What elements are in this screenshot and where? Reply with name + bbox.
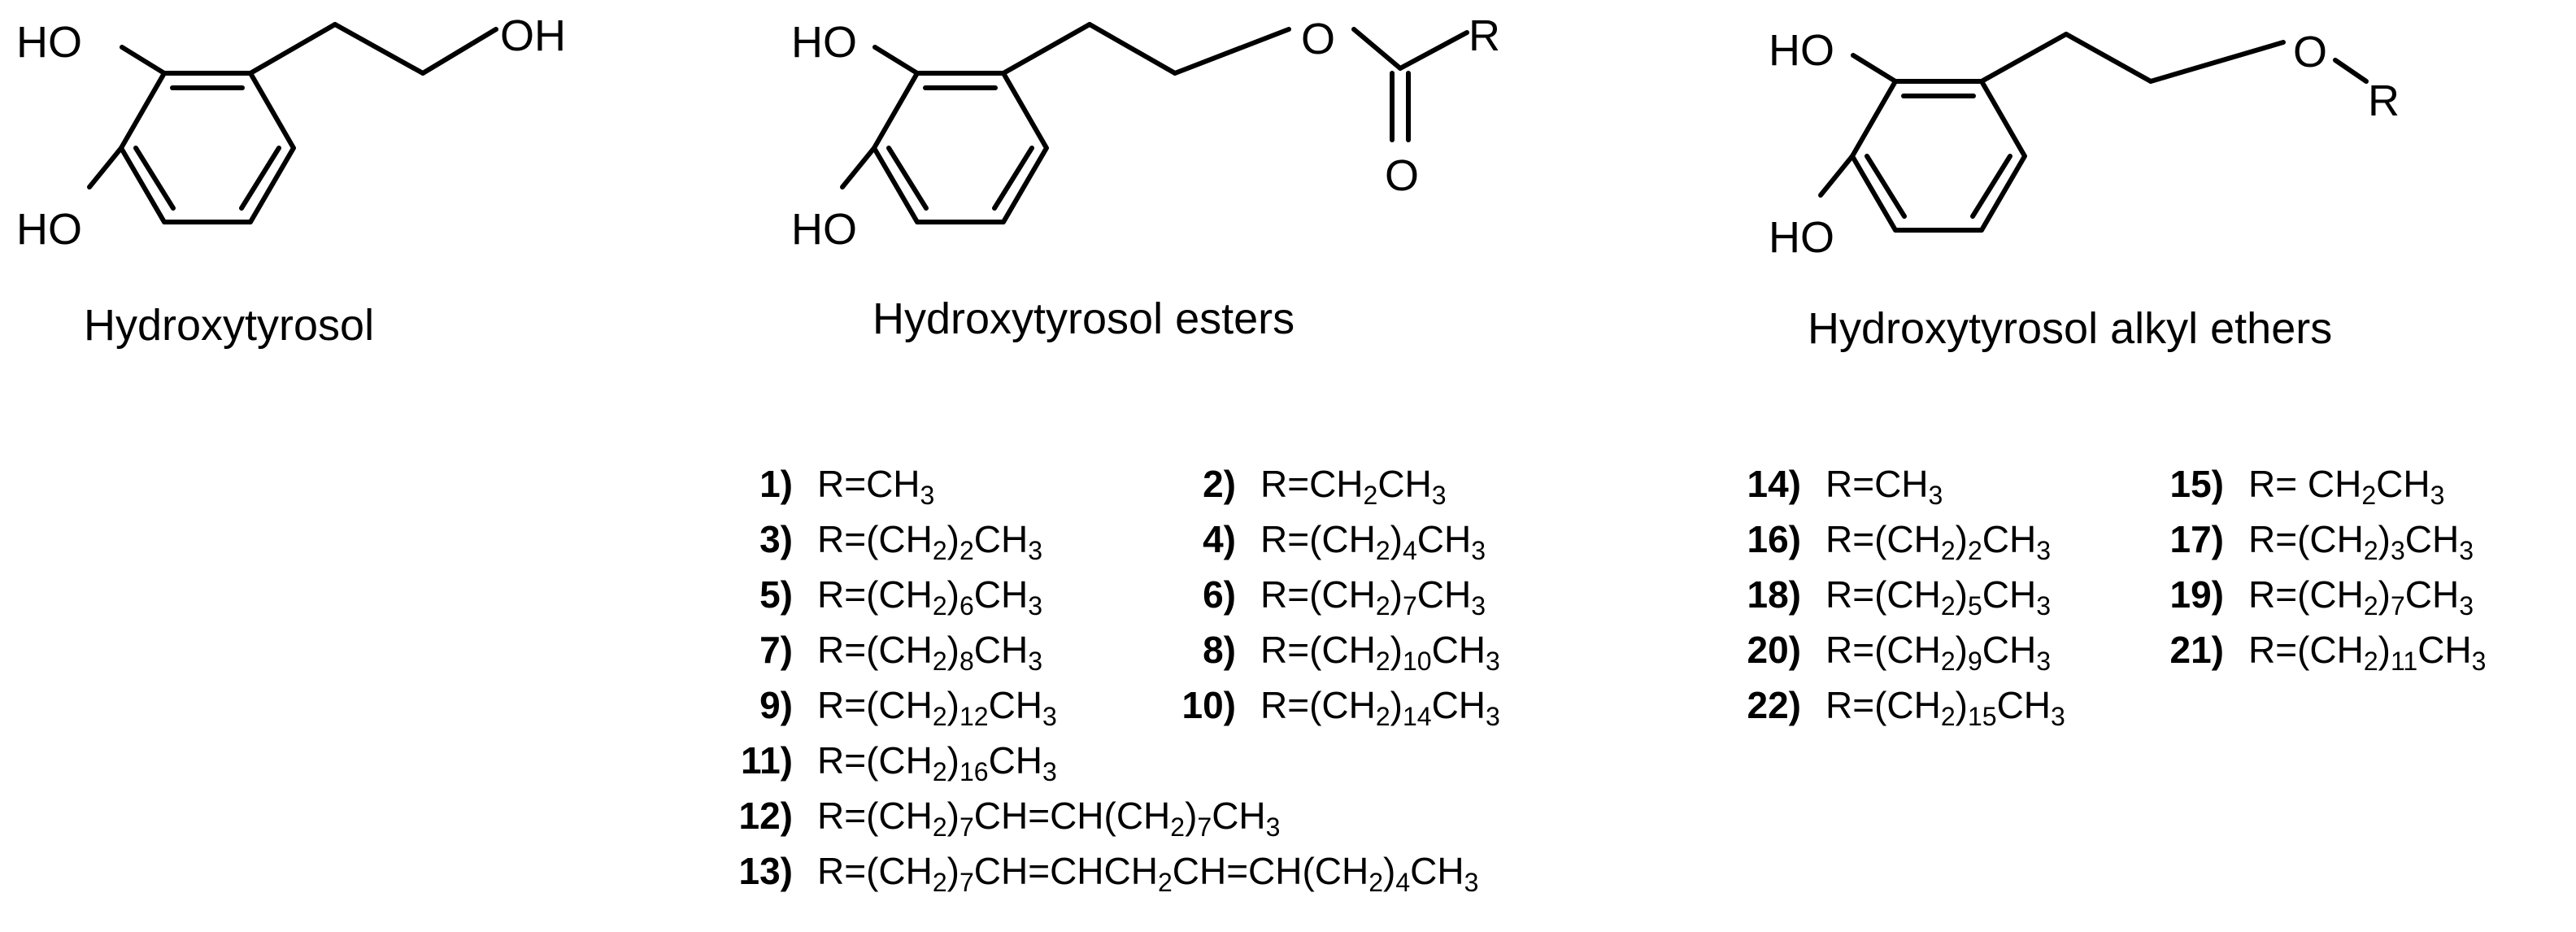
ester-entry-formula: R=(CH2)10CH3 <box>1260 629 1500 676</box>
ester-entry-number: 5) <box>759 573 793 616</box>
ester-oxygen-label: O <box>1301 15 1335 63</box>
ether-entry-number: 18) <box>1747 573 1801 616</box>
ester-entry: 12) R=(CH2)7CH=CH(CH2)7CH3 <box>716 791 1281 842</box>
ether-entry: 17) R=(CH2)3CH3 <box>2147 515 2474 564</box>
ester-entry-number: 10) <box>1181 684 1236 726</box>
ether-entry-number: 19) <box>2169 573 2224 616</box>
ester-entry-formula: R=(CH2)7CH=CH(CH2)7CH3 <box>817 795 1281 842</box>
ether-entry: 22) R=(CH2)15CH3 <box>1716 681 2065 729</box>
hydroxyl-bonds <box>87 45 167 189</box>
ester-entry-formula: R=(CH2)16CH3 <box>817 739 1057 786</box>
ester-entry-formula: R=(CH2)12CH3 <box>817 684 1057 731</box>
ethyl-chain <box>248 22 498 76</box>
ho-bottom-label: HO <box>16 205 82 254</box>
ester-entry-formula: R=(CH2)6CH3 <box>817 573 1043 621</box>
benzene-ring <box>1850 79 2027 233</box>
ester-chain <box>1001 22 1469 142</box>
ether-entry: 16) R=(CH2)2CH3 <box>1716 515 2052 565</box>
ester-entry: 11) R=(CH2)16CH3 <box>716 736 1057 785</box>
ester-entry-number: 1) <box>759 463 793 505</box>
ho-bottom-label: HO <box>1769 213 1834 262</box>
ho-top-label: HO <box>16 18 82 67</box>
ho-top-label: HO <box>1769 26 1834 75</box>
ether-entry-number: 16) <box>1747 518 1801 560</box>
ester-entry: 13) R=(CH2)7CH=CHCH2CH=CH(CH2)4CH3 <box>716 847 1479 897</box>
ether-oxygen-label: O <box>2293 28 2327 76</box>
ether-entry: 20) R=(CH2)9CH3 <box>1716 625 2052 676</box>
ester-entry-formula: R=(CH2)4CH3 <box>1260 518 1486 565</box>
ester-entry-formula: R=CH3 <box>817 463 935 510</box>
ethers-structure: HO HO O R Hydroxytyrosol alkyl ethers <box>1769 26 2400 353</box>
ester-entry-number: 12) <box>738 795 793 837</box>
ether-entry: 18) R=(CH2)5CH3 <box>1716 570 2052 621</box>
ether-entry: 19) R=(CH2)7CH3 <box>2147 570 2474 619</box>
ether-entry: 14) R=CH3 <box>1716 459 1943 508</box>
ether-chain <box>1979 32 2369 84</box>
ester-entry-formula: R=CH2CH3 <box>1260 463 1447 510</box>
ether-entry-formula: R=(CH2)2CH3 <box>1825 518 2052 565</box>
ester-entry-number: 2) <box>1203 463 1236 505</box>
ester-entry-formula: R=(CH2)2CH3 <box>817 518 1043 565</box>
ester-entry-number: 7) <box>759 629 793 671</box>
ester-entry: 8) R=(CH2)10CH3 <box>1163 625 1500 674</box>
ether-entry-number: 14) <box>1747 463 1801 505</box>
ether-entry-formula: R=(CH2)9CH3 <box>1825 629 2052 676</box>
ether-entry-formula: R=CH3 <box>1825 463 1943 510</box>
ester-entry-number: 9) <box>759 684 793 726</box>
ester-entry: 3) R=(CH2)2CH3 <box>716 515 1042 564</box>
carbonyl-oxygen-label: O <box>1385 151 1419 200</box>
ester-entry: 6) R=(CH2)7CH3 <box>1163 570 1486 619</box>
ester-entry-formula: R=(CH2)14CH3 <box>1260 684 1500 731</box>
ester-entry: 2) R=CH2CH3 <box>1163 459 1447 510</box>
ester-entry: 10) R=(CH2)14CH3 <box>1163 681 1500 729</box>
ether-entry: 21) R=(CH2)11CH3 <box>2147 625 2487 676</box>
ester-entry-number: 13) <box>738 850 793 892</box>
esters-structure: HO HO O R O Hydroxytyrosol esters <box>791 11 1500 343</box>
r-group-label: R <box>1469 11 1500 60</box>
ester-entry-number: 3) <box>759 518 793 560</box>
ether-entry-number: 17) <box>2169 518 2224 560</box>
esters-caption: Hydroxytyrosol esters <box>872 294 1295 343</box>
ether-entry-formula: R=(CH2)5CH3 <box>1825 573 2052 621</box>
ether-entry-formula: R=(CH2)11CH3 <box>2248 629 2487 676</box>
oh-end-label: OH <box>500 11 566 60</box>
hydroxytyrosol-structure: HO HO OH Hydroxytyrosol <box>16 11 566 350</box>
ether-entry-formula: R= CH2CH3 <box>2248 463 2445 510</box>
ester-entry: 7) R=(CH2)8CH3 <box>716 625 1042 674</box>
ester-entry-number: 11) <box>741 739 793 782</box>
ester-entry: 4) R=(CH2)4CH3 <box>1163 515 1486 564</box>
ether-entry-formula: R=(CH2)3CH3 <box>2248 518 2474 565</box>
ether-entry-number: 15) <box>2169 463 2224 505</box>
benzene-ring <box>119 71 296 224</box>
ether-entry-number: 21) <box>2169 629 2224 671</box>
hydroxyl-bonds <box>840 45 920 189</box>
ether-entry: 15) R= CH2CH3 <box>2147 459 2445 510</box>
ether-entry-number: 20) <box>1747 629 1801 671</box>
r-group-label: R <box>2368 76 2400 125</box>
ho-bottom-label: HO <box>791 205 857 254</box>
hydroxyl-bonds <box>1818 53 1898 198</box>
ester-entry-number: 4) <box>1203 518 1236 560</box>
ethers-caption: Hydroxytyrosol alkyl ethers <box>1808 304 2332 353</box>
ester-entry: 5) R=(CH2)6CH3 <box>716 570 1042 619</box>
benzene-ring <box>872 71 1049 224</box>
structures-svg: HO HO OH Hydroxytyrosol <box>16 11 2400 353</box>
ether-entry-formula: R=(CH2)7CH3 <box>2248 573 2474 621</box>
ether-entry-number: 22) <box>1747 684 1801 726</box>
ester-entry-formula: R=(CH2)8CH3 <box>817 629 1043 676</box>
ester-entry-formula: R=(CH2)7CH=CHCH2CH=CH(CH2)4CH3 <box>817 850 1479 897</box>
ester-entry: 9) R=(CH2)12CH3 <box>716 681 1057 729</box>
ether-entry-formula: R=(CH2)15CH3 <box>1825 684 2065 731</box>
ester-entry: 1) R=CH3 <box>716 459 934 508</box>
hydroxytyrosol-caption: Hydroxytyrosol <box>84 301 374 350</box>
ester-entry-formula: R=(CH2)7CH3 <box>1260 573 1486 621</box>
ho-top-label: HO <box>791 18 857 67</box>
ester-entry-number: 8) <box>1203 629 1236 671</box>
ester-entry-number: 6) <box>1203 573 1236 616</box>
